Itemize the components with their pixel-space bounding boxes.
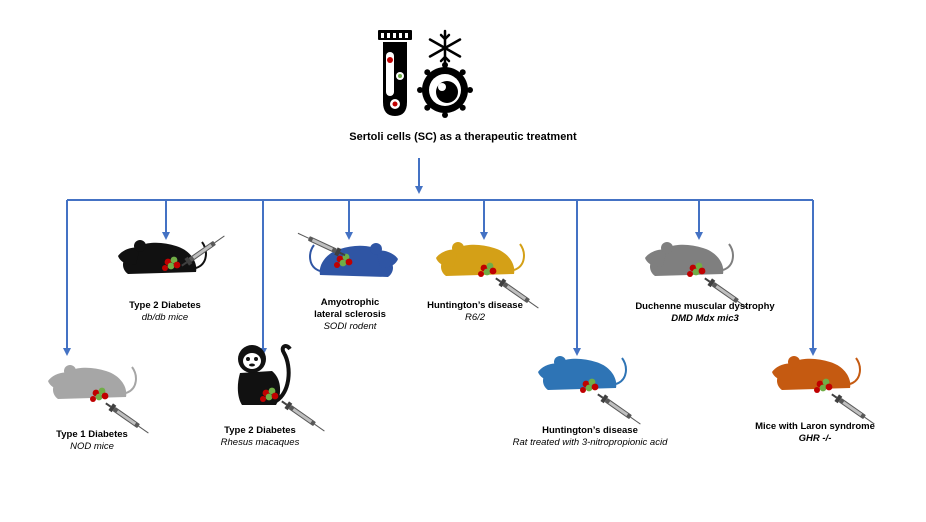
label-t2d-macaques-name: Type 2 Diabetes (224, 425, 296, 436)
cell-icon (417, 62, 473, 118)
label-laron-name: Mice with Laron syndrome (755, 421, 875, 432)
label-als-name-line2: lateral sclerosis (314, 309, 386, 320)
label-laron-subtitle: GHR -/- (798, 433, 832, 444)
diagram-title: Sertoli cells (SC) as a therapeutic trea… (349, 131, 577, 143)
rat-icon (538, 356, 644, 429)
label-t2d-macaques: Type 2 Diabetes Rhesus macaques (190, 425, 330, 449)
connector-lines (63, 158, 817, 356)
mouse-icon-hd-r62 (436, 242, 542, 313)
label-als-name-line1: Amyotrophic (320, 297, 380, 308)
label-t2d-macaques-subtitle: Rhesus macaques (220, 437, 300, 448)
label-hd-r62-subtitle: R6/2 (464, 312, 486, 323)
label-t2d-mice-name: Type 2 Diabetes (129, 300, 201, 311)
label-hd-rat: Huntington’s disease Rat treated with 3-… (480, 425, 700, 449)
label-dmd-subtitle: DMD Mdx mic3 (671, 313, 739, 324)
label-laron: Mice with Laron syndrome GHR -/- (735, 421, 895, 445)
label-hd-rat-name: Huntington’s disease (542, 425, 638, 436)
label-t2d-mice: Type 2 Diabetes db/db mice (95, 300, 235, 324)
label-dmd-name: Duchenne muscular dystrophy (635, 301, 775, 312)
mouse-icon-als (295, 228, 398, 277)
label-hd-rat-subtitle: Rat treated with 3-nitropropionic acid (512, 437, 668, 448)
test-tube-icon (378, 30, 412, 116)
label-hd-r62-name: Huntington’s disease (427, 300, 523, 311)
mouse-icon-t2d (118, 231, 228, 274)
label-t2d-mice-subtitle: db/db mice (141, 312, 189, 323)
label-als-subtitle: SODI rodent (323, 321, 377, 332)
label-t1d-name: Type 1 Diabetes (56, 429, 128, 440)
label-dmd: Duchenne muscular dystrophy DMD Mdx mic3 (605, 301, 805, 325)
label-t1d-subtitle: NOD mice (70, 441, 114, 452)
label-hd-r62: Huntington’s disease R6/2 (405, 300, 545, 324)
monkey-icon (237, 344, 328, 436)
snowflake-icon (428, 29, 462, 67)
label-als: Amyotrophic lateral sclerosis SODI roden… (280, 297, 420, 333)
mouse-icon-dmd (645, 242, 751, 313)
mouse-icon-t1d (48, 365, 152, 438)
mouse-icon-laron (772, 356, 878, 429)
label-t1d: Type 1 Diabetes NOD mice (22, 429, 162, 453)
